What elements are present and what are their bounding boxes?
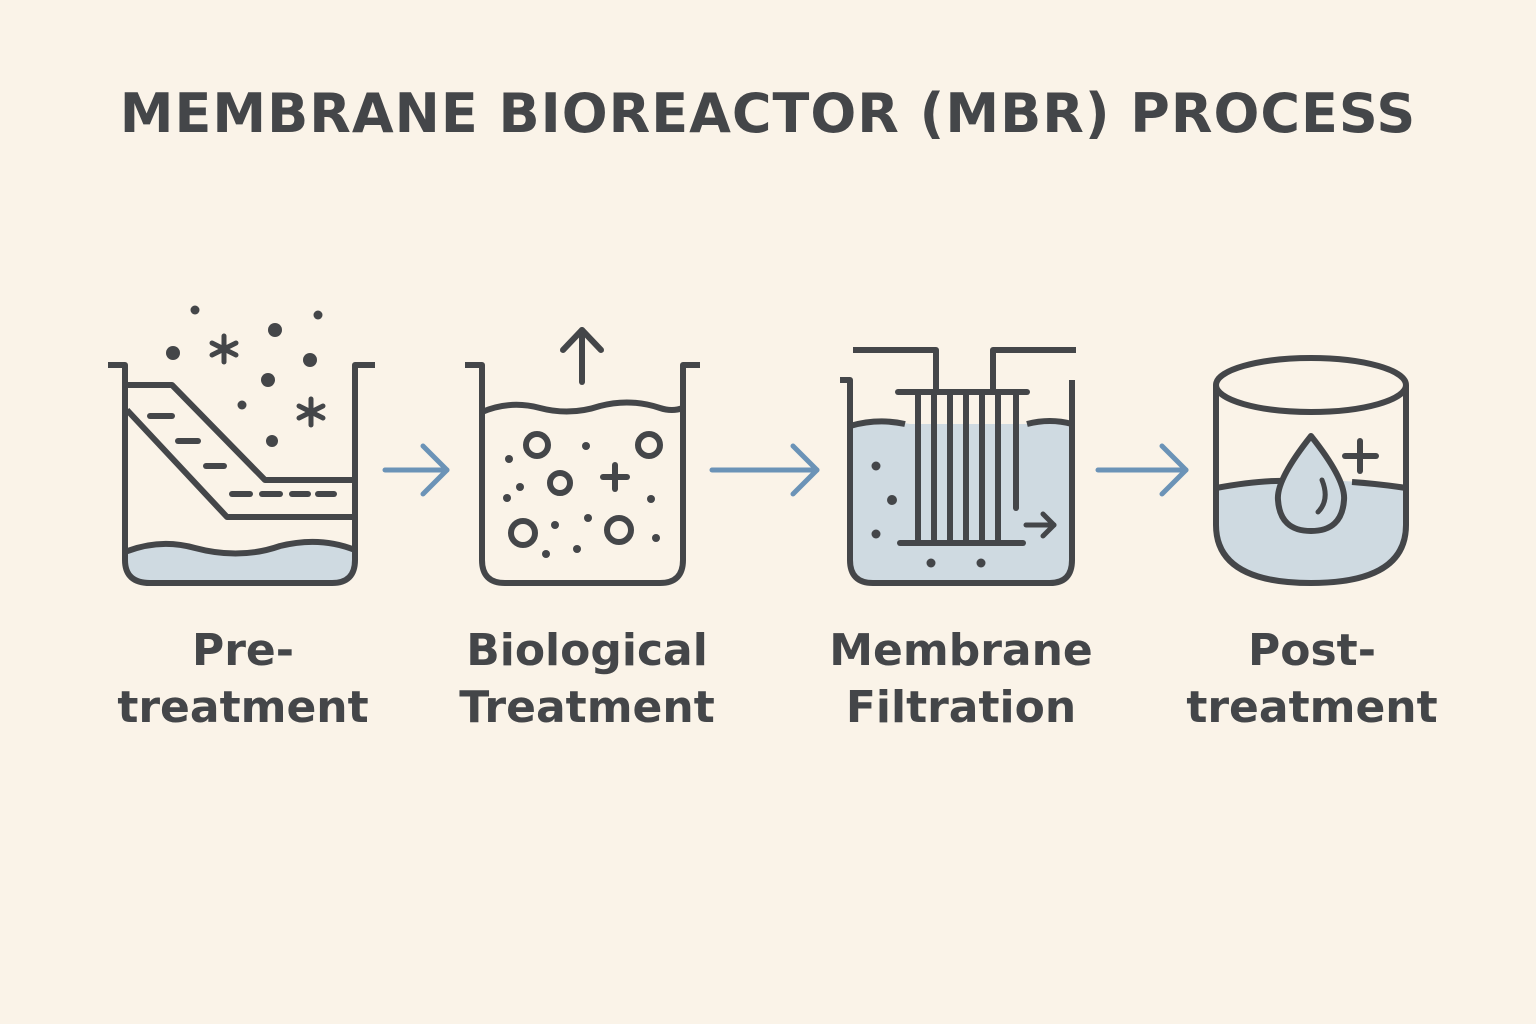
clean-water-tank-icon (1213, 355, 1409, 587)
diagram-title: MEMBRANE BIOREACTOR (MBR) PROCESS (119, 82, 1417, 145)
stage-label-biological-treatment: Biological Treatment (459, 625, 715, 733)
flow-arrow-2 (709, 443, 820, 497)
biological-tank-icon (465, 327, 700, 586)
stage-label-post-treatment: Post- treatment (1186, 625, 1438, 733)
stage-label-pretreatment: Pre- treatment (117, 625, 369, 733)
pretreatment-tank-icon (108, 305, 375, 586)
flow-arrow-3 (1095, 443, 1189, 497)
flow-arrow-1 (382, 443, 450, 497)
membrane-module-icon (840, 347, 1076, 586)
stage-label-membrane-filtration: Membrane Filtration (829, 625, 1093, 733)
